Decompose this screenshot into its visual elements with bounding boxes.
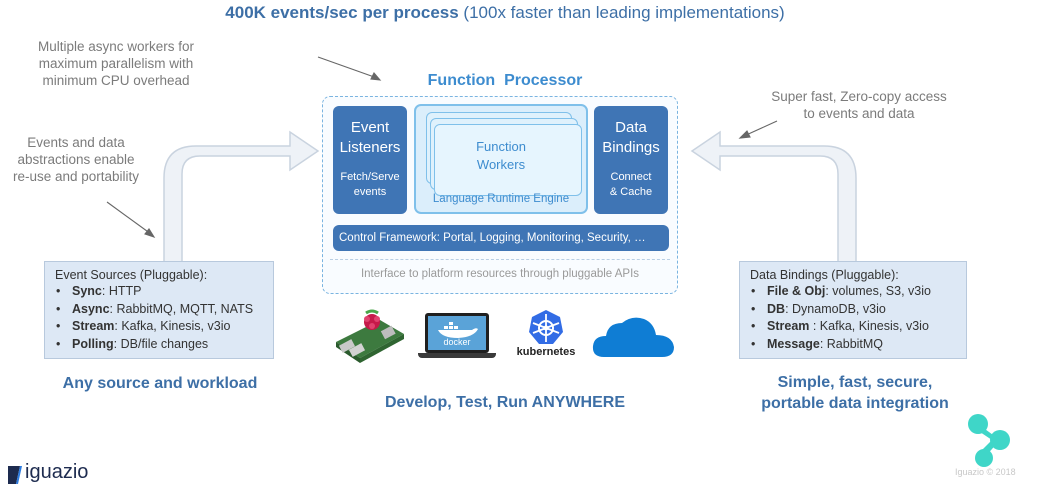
bindings-caption-line-2: portable data integration <box>761 395 949 412</box>
page-header: 400K events/sec per process (100x faster… <box>0 3 1010 23</box>
docker-laptop-icon: docker <box>425 313 489 353</box>
listeners-title-2: Listeners <box>339 139 401 156</box>
note-line: to events and data <box>803 106 915 121</box>
header-bold: 400K events/sec per process <box>225 3 459 22</box>
cloud-icon <box>592 317 674 357</box>
note-abstractions: Events and data abstractions enable re-u… <box>6 134 146 185</box>
function-workers-label: Function Workers <box>426 138 576 174</box>
item-value: : HTTP <box>101 284 142 298</box>
note-line: Multiple async workers for <box>37 39 195 54</box>
bindings-caption-line-1: Simple, fast, secure, <box>777 374 933 391</box>
raspberry-pi-icon <box>336 309 404 363</box>
note-line: abstractions enable <box>17 152 135 167</box>
item-value: : Kafka, Kinesis, v3io <box>114 319 231 333</box>
note-zero-copy: Super fast, Zero-copy access to events a… <box>756 88 962 122</box>
sources-caption: Any source and workload <box>62 375 258 392</box>
event-sources-list: Sync: HTTP Async: RabbitMQ, MQTT, NATS S… <box>56 283 263 353</box>
runtime-engine-label: Language Runtime Engine <box>432 193 570 205</box>
item-value: : RabbitMQ <box>819 336 884 351</box>
item-value: : Kafka, Kinesis, v3io <box>809 319 929 333</box>
workers-line-2: Workers <box>476 157 526 172</box>
processor-divider <box>330 259 670 260</box>
listeners-sub-1: Fetch/Serve <box>340 171 400 183</box>
kubernetes-icon <box>529 310 563 344</box>
data-bindings-title: Data Bindings (Pluggable): <box>750 268 899 282</box>
item-key: Async <box>72 301 110 316</box>
laptop-base <box>418 353 496 358</box>
event-listeners-box: Event Listeners Fetch/Serve events <box>333 106 407 214</box>
list-item: Sync: HTTP <box>56 283 263 301</box>
item-key: Message <box>767 336 820 351</box>
note-async-workers: Multiple async workers for maximum paral… <box>18 38 214 89</box>
bindings-caption: Simple, fast, secure, portable data inte… <box>735 372 975 414</box>
bindings-title-2: Bindings <box>602 139 660 156</box>
data-bindings-box: Data Bindings Connect & Cache <box>594 106 668 214</box>
item-value: : volumes, S3, v3io <box>825 284 931 298</box>
data-bindings-list: File & Obj: volumes, S3, v3io DB: Dynamo… <box>751 283 956 353</box>
note-line: re-use and portability <box>12 169 140 184</box>
item-key: DB <box>767 301 786 316</box>
workers-line-1: Function <box>476 139 526 154</box>
control-framework-bar: Control Framework: Portal, Logging, Moni… <box>333 225 669 251</box>
right-flow-arrow <box>690 130 857 263</box>
copyright-text: Iguazio © 2018 <box>955 467 1016 477</box>
bindings-sub-1: Connect <box>610 171 652 183</box>
platforms-caption: Develop, Test, Run ANYWHERE <box>384 394 626 411</box>
event-sources-title: Event Sources (Pluggable): <box>55 268 208 282</box>
note-line: maximum parallelism with <box>38 56 194 71</box>
bindings-title-1: Data <box>615 119 647 136</box>
note-line: minimum CPU overhead <box>42 73 190 88</box>
item-key: Sync <box>72 284 102 298</box>
event-sources-panel: Event Sources (Pluggable): Sync: HTTP As… <box>44 261 274 359</box>
item-value: : RabbitMQ, MQTT, NATS <box>109 301 254 316</box>
worker-card-front <box>434 124 582 196</box>
teal-decor-icon <box>968 414 1010 467</box>
list-item: Stream: Kafka, Kinesis, v3io <box>56 318 263 336</box>
interface-label: Interface to platform resources through … <box>360 268 640 280</box>
runtime-engine-box <box>414 104 588 214</box>
docker-whale-icon <box>438 322 478 338</box>
left-flow-arrow <box>163 130 320 263</box>
kubernetes-label: kubernetes <box>516 346 576 358</box>
docker-screen: docker <box>428 316 486 350</box>
header-rest: (100x faster than leading implementation… <box>458 3 785 22</box>
bindings-sub-2: & Cache <box>609 186 653 198</box>
item-value: : DynamoDB, v3io <box>785 301 886 316</box>
item-value: : DB/file changes <box>113 336 209 351</box>
list-item: Message: RabbitMQ <box>751 336 956 354</box>
item-key: File & Obj <box>767 284 826 298</box>
listeners-title-1: Event <box>350 119 390 136</box>
note-line: Events and data <box>27 135 125 150</box>
item-key: Stream <box>72 319 115 333</box>
iguazio-logo-text: iguazio <box>25 461 89 483</box>
list-item: Stream : Kafka, Kinesis, v3io <box>751 318 956 336</box>
list-item: Polling: DB/file changes <box>56 336 263 354</box>
list-item: File & Obj: volumes, S3, v3io <box>751 283 956 301</box>
list-item: Async: RabbitMQ, MQTT, NATS <box>56 301 263 319</box>
list-item: DB: DynamoDB, v3io <box>751 301 956 319</box>
item-key: Polling <box>72 336 114 351</box>
processor-title: Function Processor <box>427 72 583 89</box>
listeners-sub-2: events <box>353 186 387 198</box>
iguazio-logo-icon <box>8 466 22 484</box>
item-key: Stream <box>767 319 810 333</box>
note-line: Super fast, Zero-copy access <box>771 89 947 104</box>
docker-label: docker <box>443 337 471 347</box>
data-bindings-panel: Data Bindings (Pluggable): File & Obj: v… <box>739 261 967 359</box>
